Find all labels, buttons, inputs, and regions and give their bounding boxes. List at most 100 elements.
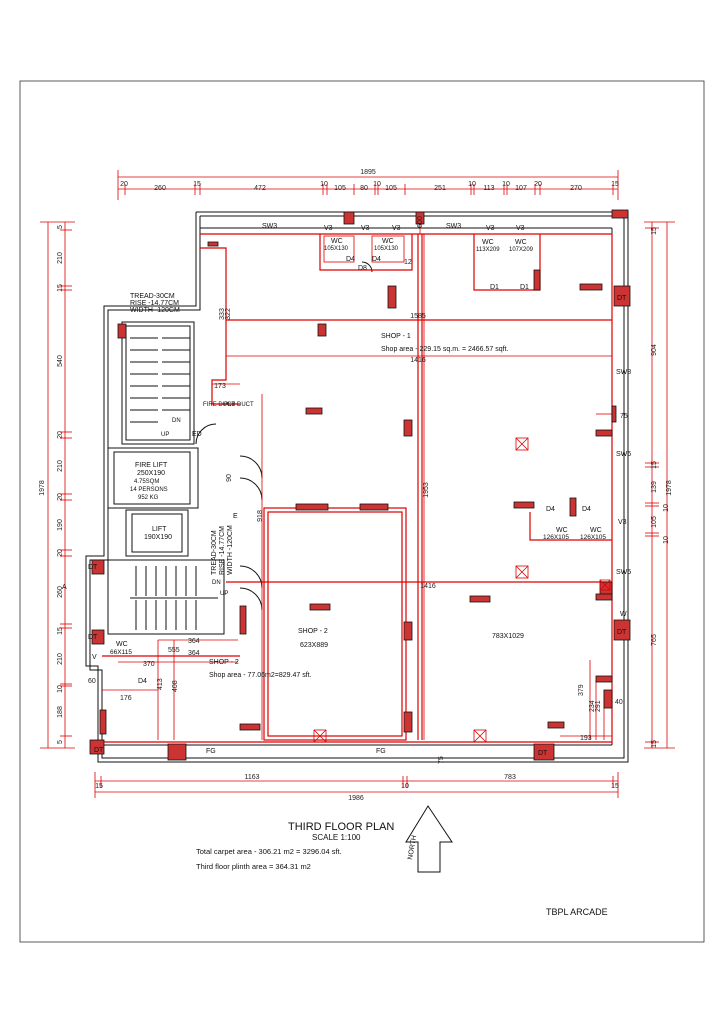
stair-top-width: WIDTH -120CM <box>130 307 180 314</box>
stair-low-tread: TREAD-30CM <box>211 530 218 575</box>
dim-600: 600 <box>417 216 424 228</box>
right-dimension-chain <box>644 221 675 749</box>
lift-size: 190X190 <box>144 534 172 541</box>
dim-408: 408 <box>172 680 179 692</box>
dim-left-seg: 15 <box>57 627 64 635</box>
wc-left-name: WC <box>331 238 343 245</box>
dim-left-seg: 10 <box>57 685 64 693</box>
wc-left-size: 105X130 <box>324 246 349 252</box>
stair-top-tread: TREAD-30CM <box>130 293 175 300</box>
small-dimension-labels: 364 364 555 370 176 60 413 408 379 234 2… <box>88 413 628 764</box>
dim-left-seg: 15 <box>57 284 64 292</box>
tag-d1: D1 <box>490 284 499 291</box>
wc-small-name: WC <box>116 641 128 648</box>
dim-173: 173 <box>214 383 226 390</box>
dim-left-seg: 188 <box>57 706 64 718</box>
tag-d4: D4 <box>372 256 381 263</box>
tag-e: E <box>233 513 238 520</box>
dim-12: 12 <box>404 259 412 266</box>
dim-75-right: 75 <box>620 413 628 420</box>
tag-d4: D4 <box>138 678 147 685</box>
dim-1585: 1585 <box>410 313 426 320</box>
fire-lift-persons: 14 PERSONS <box>130 487 168 493</box>
wc-r2-name: WC <box>515 239 527 246</box>
dim-left-seg: 210 <box>57 460 64 472</box>
plinth-area-note: Third floor plinth area = 364.31 m2 <box>196 862 311 871</box>
dim-top-seg: 105 <box>334 185 346 192</box>
dim-top-seg: 105 <box>385 185 397 192</box>
stair-top-dn: DN <box>172 418 181 424</box>
tag-sw6: SW6 <box>616 451 631 458</box>
tag-v3: V3 <box>486 225 495 232</box>
dim-left-seg: 210 <box>57 252 64 264</box>
dim-bottom-seg: 15 <box>611 783 619 790</box>
tag-v3: V3 <box>516 225 525 232</box>
stair-top-up: UP <box>161 432 169 438</box>
right-dimension-labels: 15 904 15 139 10 105 10 765 15 <box>651 227 670 748</box>
shop2-label-name: SHOP - 2 <box>209 659 239 666</box>
lift-name: LIFT <box>152 526 167 533</box>
tag-d4: D4 <box>346 256 355 263</box>
dim-right-seg: 10 <box>663 536 670 544</box>
dim-left-seg: 190 <box>57 519 64 531</box>
wc-low2-size: 126X105 <box>580 534 606 541</box>
dim-75-bottom: 75 <box>438 756 445 764</box>
dim-right-seg: 10 <box>663 504 670 512</box>
shop2-plan-size: 623X889 <box>300 642 328 649</box>
dim-top-seg: 10 <box>373 181 381 188</box>
tag-dt: DT <box>538 750 548 757</box>
floor-marker-boxes <box>313 437 611 743</box>
tag-d1: D1 <box>520 284 529 291</box>
dim-top-seg: 10 <box>468 181 476 188</box>
tag-sw8: SW8 <box>616 369 631 376</box>
dim-top-seg: 107 <box>515 185 527 192</box>
bottom-dimension-labels: 15 1163 10 783 15 <box>95 774 619 790</box>
north-label: NORTH <box>407 835 418 861</box>
dim-bottom-seg: 1163 <box>244 774 259 781</box>
fire-lift-kg: 952 KG <box>138 495 159 501</box>
tag-v3: V3 <box>392 225 401 232</box>
wc-small-size: 66X115 <box>110 649 132 656</box>
right-room-size: 783X1029 <box>492 633 524 640</box>
dim-364b: 364 <box>188 650 200 657</box>
room-outlines <box>102 233 613 743</box>
dim-918: 918 <box>257 510 264 522</box>
dim-top-seg: 270 <box>570 185 582 192</box>
wc-mid-size: 105X130 <box>374 246 399 252</box>
dim-left-seg: 20 <box>57 493 64 501</box>
dim-bottom-overall: 1986 <box>348 795 364 802</box>
stair-low-width: WIDTH -120CM <box>227 525 234 575</box>
stair-low-rise: RISE -14.77CM <box>219 526 226 575</box>
bottom-dimension-chain <box>94 772 619 798</box>
dim-370: 370 <box>143 661 155 668</box>
wc-mid-box <box>371 235 405 263</box>
dim-40: 40 <box>615 699 623 706</box>
dim-right-seg: 15 <box>651 461 658 469</box>
dim-364a: 364 <box>188 638 200 645</box>
tag-w: W <box>620 611 627 618</box>
dim-top-seg: 15 <box>611 181 619 188</box>
dim-right-seg: 139 <box>651 481 658 493</box>
dim-left-seg: 540 <box>57 355 64 367</box>
dim-555: 555 <box>168 647 180 654</box>
wc-r1-name: WC <box>482 239 494 246</box>
tag-dt: DT <box>88 564 98 571</box>
dim-top-seg: 80 <box>360 185 368 192</box>
tag-fg: FG <box>376 748 386 755</box>
drawing-title: THIRD FLOOR PLAN <box>288 821 394 833</box>
drawing-scale: SCALE 1:100 <box>312 833 361 842</box>
dim-left-seg: 5 <box>57 225 64 229</box>
dim-left-seg: 20 <box>57 431 64 439</box>
ed-label: ED <box>192 431 202 438</box>
tag-sw5: SW5 <box>616 569 631 576</box>
wc-left-box <box>323 235 355 263</box>
dim-60: 60 <box>88 678 96 685</box>
columns <box>89 209 631 761</box>
tag-d8: D8 <box>358 265 367 272</box>
tag-a: A <box>62 584 67 591</box>
dim-right-seg: 15 <box>651 227 658 235</box>
dim-top-seg: 113 <box>483 185 494 192</box>
dim-right-overall: 1978 <box>666 480 673 496</box>
dim-top-seg: 251 <box>434 185 446 192</box>
